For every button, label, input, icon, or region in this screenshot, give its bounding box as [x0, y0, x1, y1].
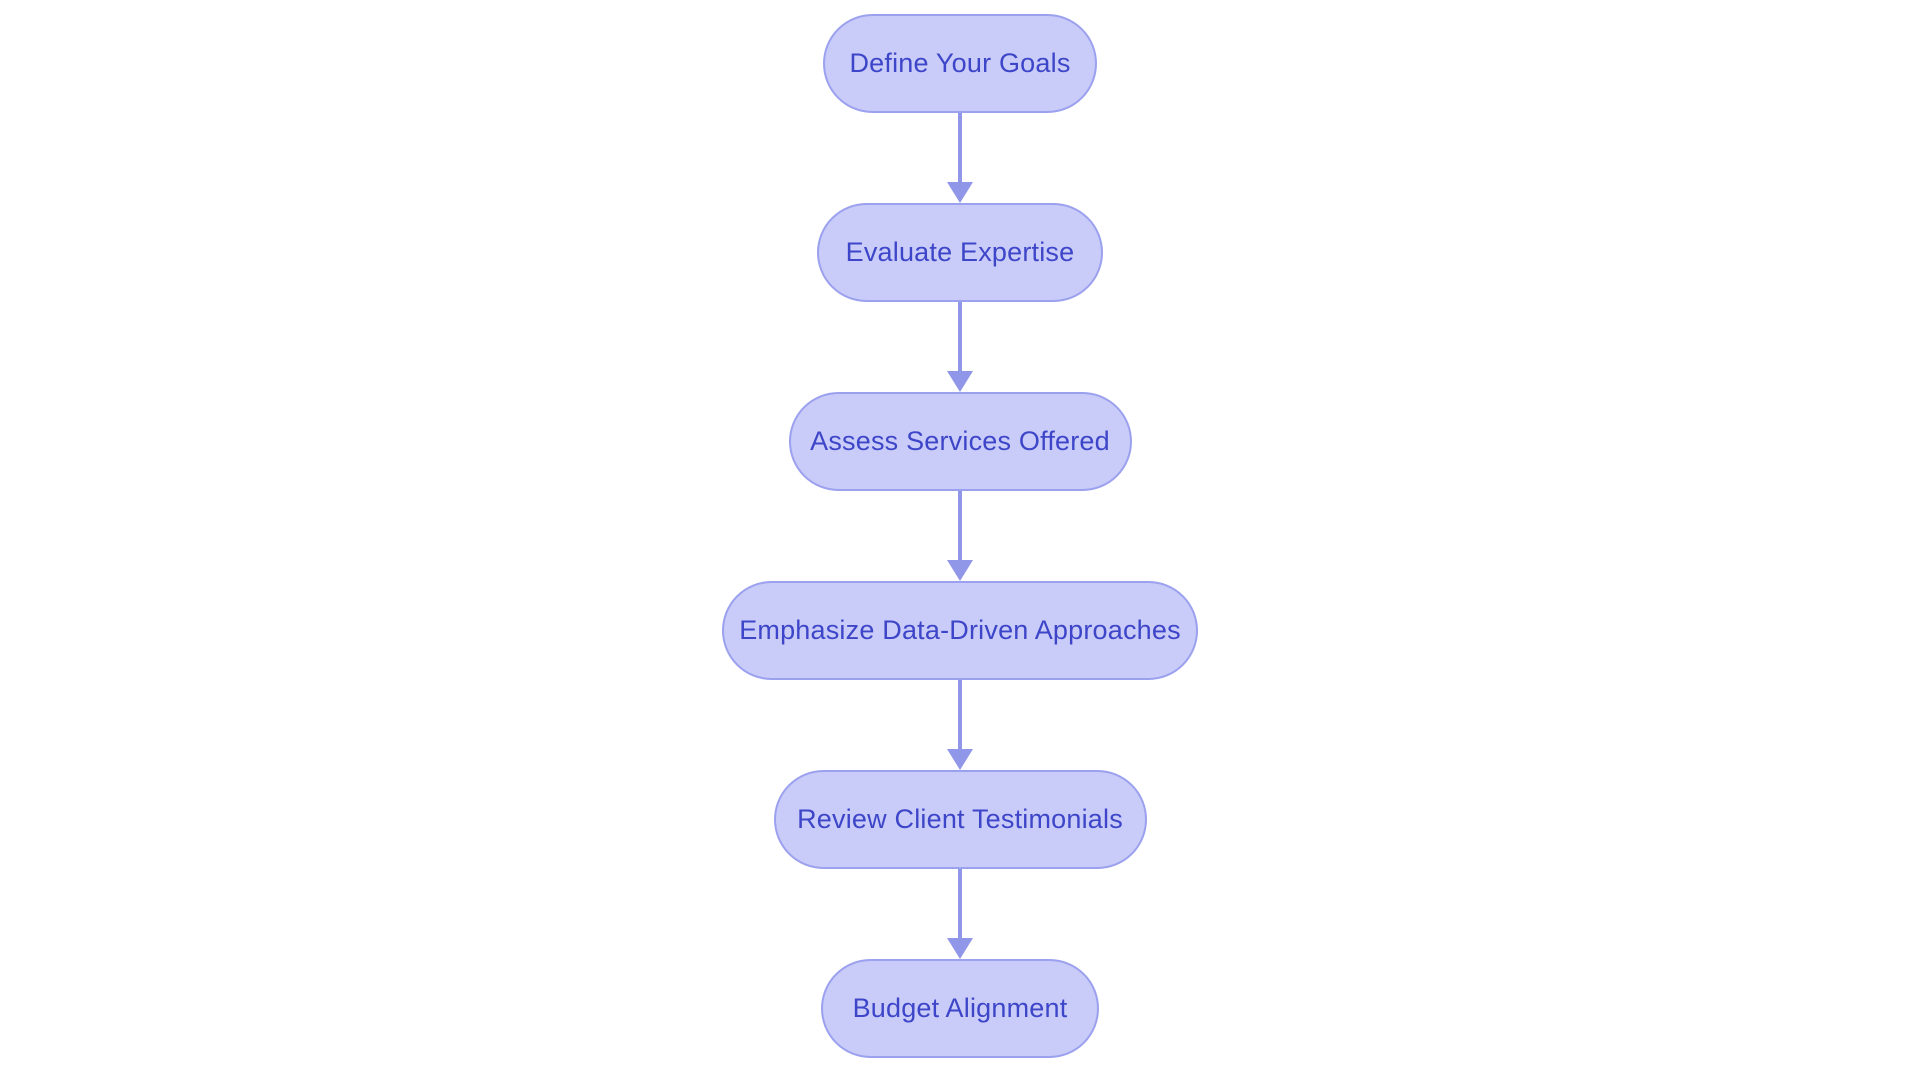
arrow-head-icon — [947, 371, 973, 392]
flow-node-label: Define Your Goals — [849, 48, 1071, 78]
flow-node-define-your-goals: Define Your Goals — [823, 14, 1097, 113]
flow-arrow-5 — [947, 869, 973, 959]
arrow-head-icon — [947, 938, 973, 959]
flow-node-review-client-testimonials: Review Client Testimonials — [773, 770, 1147, 869]
arrow-stem — [958, 869, 962, 938]
arrow-head-icon — [947, 560, 973, 581]
flow-node-budget-alignment: Budget Alignment — [821, 959, 1099, 1058]
flow-node-label: Review Client Testimonials — [797, 804, 1123, 834]
flow-arrow-3 — [947, 491, 973, 581]
flow-node-label: Evaluate Expertise — [845, 237, 1075, 267]
flow-node-emphasize-data-driven-approaches: Emphasize Data-Driven Approaches — [722, 581, 1198, 680]
flow-arrow-1 — [947, 113, 973, 203]
flow-arrow-2 — [947, 302, 973, 392]
flow-node-label: Emphasize Data-Driven Approaches — [739, 615, 1181, 645]
flow-node-assess-services-offered: Assess Services Offered — [788, 392, 1132, 491]
flow-node-evaluate-expertise: Evaluate Expertise — [817, 203, 1103, 302]
arrow-stem — [958, 302, 962, 371]
flow-node-label: Budget Alignment — [852, 993, 1068, 1023]
flow-arrow-4 — [947, 680, 973, 770]
arrow-head-icon — [947, 182, 973, 203]
arrow-stem — [958, 113, 962, 182]
arrow-stem — [958, 680, 962, 749]
arrow-stem — [958, 491, 962, 560]
arrow-head-icon — [947, 749, 973, 770]
flow-node-label: Assess Services Offered — [810, 426, 1110, 456]
